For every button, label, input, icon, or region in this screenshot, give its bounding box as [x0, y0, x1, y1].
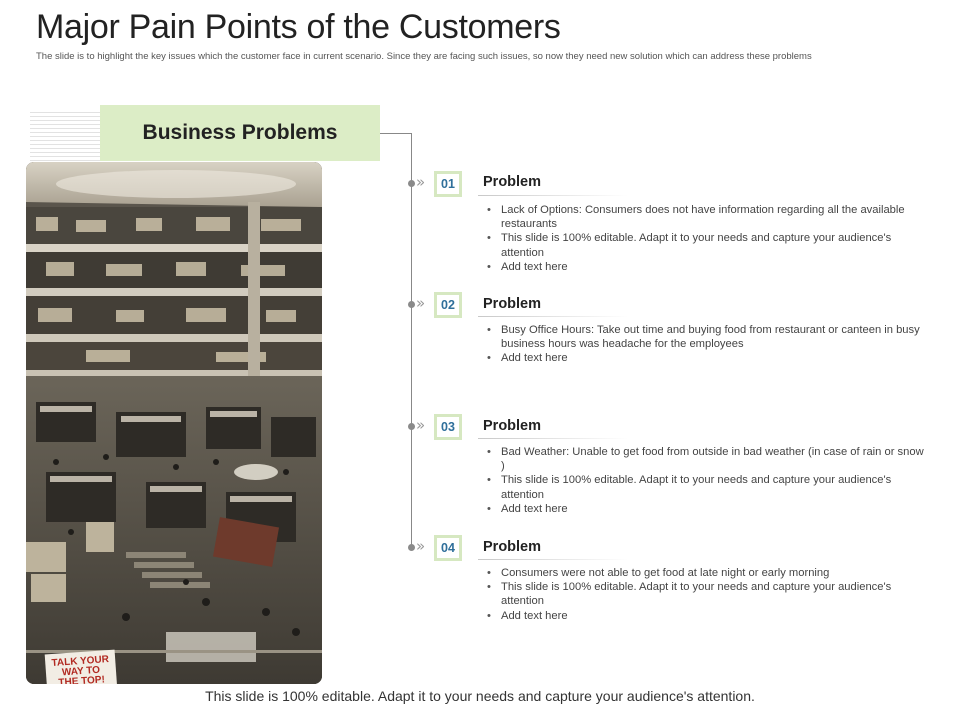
bullet-item: Add text here	[487, 502, 927, 516]
bullet-item: Bad Weather: Unable to get food from out…	[487, 445, 927, 473]
sign-text-line1: TALK YOUR	[51, 654, 110, 669]
shopping-mall-photo: TALK YOUR WAY TO THE TOP!	[26, 162, 322, 684]
problem-bullets: Busy Office Hours: Take out time and buy…	[487, 323, 927, 366]
bullet-item: This slide is 100% editable. Adapt it to…	[487, 473, 927, 501]
title-underline	[478, 559, 628, 560]
connector-vertical	[411, 133, 412, 548]
sign-text-line2: WAY TO	[62, 665, 101, 679]
section-header: Business Problems	[100, 105, 380, 161]
connector-horizontal	[380, 133, 412, 134]
sign-text-line3: THE TOP!	[58, 674, 105, 684]
slide-footer: This slide is 100% editable. Adapt it to…	[205, 688, 755, 704]
problem-number: 02	[434, 292, 462, 318]
timeline-dot	[408, 180, 415, 187]
problem-bullets: Lack of Options: Consumers does not have…	[487, 203, 927, 274]
bullet-item: Add text here	[487, 260, 927, 274]
bullet-item: Busy Office Hours: Take out time and buy…	[487, 323, 927, 351]
decorative-stripes	[30, 112, 102, 162]
bullet-item: Add text here	[487, 351, 927, 365]
problem-bullets: Consumers were not able to get food at l…	[487, 566, 927, 623]
mall-photo-illustration: TALK YOUR WAY TO THE TOP!	[26, 162, 322, 684]
title-underline	[478, 195, 628, 196]
problem-number: 04	[434, 535, 462, 561]
slide-subtitle: The slide is to highlight the key issues…	[36, 51, 812, 62]
bullet-item: Consumers were not able to get food at l…	[487, 566, 927, 580]
slide-title: Major Pain Points of the Customers	[36, 8, 561, 46]
timeline-dot	[408, 301, 415, 308]
double-chevron-icon: »	[416, 416, 426, 434]
timeline-dot	[408, 423, 415, 430]
problem-title: Problem	[483, 539, 542, 555]
problem-title: Problem	[483, 418, 542, 434]
double-chevron-icon: »	[416, 537, 426, 555]
bullet-item: This slide is 100% editable. Adapt it to…	[487, 580, 927, 608]
problem-bullets: Bad Weather: Unable to get food from out…	[487, 445, 927, 516]
problem-title: Problem	[483, 174, 542, 190]
double-chevron-icon: »	[416, 294, 426, 312]
bullet-item: Lack of Options: Consumers does not have…	[487, 203, 927, 231]
bullet-item: This slide is 100% editable. Adapt it to…	[487, 231, 927, 259]
bullet-item: Add text here	[487, 609, 927, 623]
problem-number: 01	[434, 171, 462, 197]
double-chevron-icon: »	[416, 173, 426, 191]
title-underline	[478, 438, 628, 439]
title-underline	[478, 316, 628, 317]
problem-title: Problem	[483, 296, 542, 312]
timeline-dot	[408, 544, 415, 551]
problem-number: 03	[434, 414, 462, 440]
